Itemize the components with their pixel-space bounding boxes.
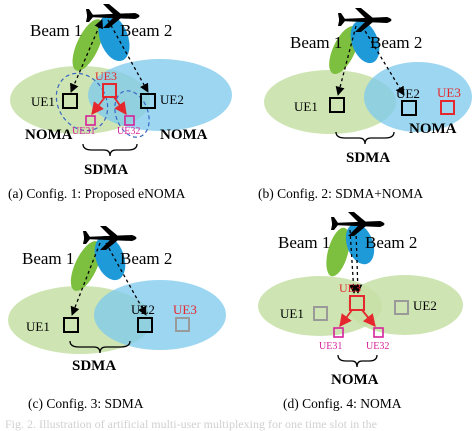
ue32-label: UE32 [117,126,140,137]
beam-arrow-ue2 [361,25,405,96]
ue2-box [394,300,409,315]
noma-label: NOMA [331,372,379,388]
panel-c: Beam 1 Beam 2 UE1 UE2 UE3 SDMA (c) Confi… [8,226,226,411]
ue31-label: UE31 [72,126,95,137]
caption-c: (c) Config. 3: SDMA [28,396,144,411]
beam-2-label: Beam 2 [120,249,172,268]
split-arrow-ue32 [113,96,127,116]
split-arrow-ue31 [91,96,106,116]
ue2-label: UE2 [160,92,184,107]
ue1-box [62,93,78,109]
panel-b: Beam 1 Beam 2 UE1 UE2 UE3 NOMA SDMA (b) … [258,8,472,201]
ue32-box [124,115,135,126]
ue3-box [440,100,455,115]
sdma-brace [82,143,138,157]
caption-a: (a) Config. 1: Proposed eNOMA [8,186,186,201]
ue1-box [313,306,328,321]
beam-arrow-ue1 [70,242,101,316]
ue31-box [85,115,96,126]
ue1-label: UE1 [280,306,304,321]
caption-d: (d) Config. 4: NOMA [283,396,402,411]
airplane-icon [338,8,392,32]
beam-2-lobe [94,235,126,281]
ue31-label: UE31 [319,341,342,352]
split-arrow-ue32 [361,309,376,327]
sdma-label: SDMA [84,162,128,178]
beam-1-label: Beam 1 [30,21,82,40]
beam-1-label: Beam 1 [22,249,74,268]
ue3-label: UE3 [339,281,361,295]
ue2-label: UE2 [396,86,420,101]
noma-brace [337,354,378,368]
noma-label: NOMA [409,121,457,137]
ue3-box [102,83,117,98]
noma-label-right: NOMA [160,127,208,143]
coverage-ellipse-right [94,280,226,350]
sdma-brace [69,340,131,354]
beam-1-label: Beam 1 [290,33,342,52]
beam-1-lobe [70,241,102,291]
beam-2-label: Beam 2 [365,233,417,252]
ue32-box [373,327,384,338]
panel-d: Beam 1 Beam 2 UE1 UE2 UE3 UE31 UE32 NOMA… [258,212,463,411]
ue3-label: UE3 [173,302,197,317]
ue3-label: UE3 [95,69,117,83]
ue3-box [349,295,365,311]
caption-b: (b) Config. 2: SDMA+NOMA [258,186,423,201]
coverage-ellipse-right [347,275,463,335]
beam-1-label: Beam 1 [278,233,330,252]
beam-arrow-ue2 [105,242,147,316]
ue3-box [175,317,190,332]
ue1-box [63,317,79,333]
ue1-label: UE1 [26,319,50,334]
beam-1-lobe [326,227,350,277]
ue2-box [137,317,153,333]
ue1-label: UE1 [31,94,55,109]
beam-arrow-ue2 [107,19,149,93]
ue2-label: UE2 [413,298,437,313]
beam-2-label: Beam 2 [370,33,422,52]
sdma-brace [335,131,395,145]
beam-arrow-1 [348,229,359,294]
split-arrow-ue31 [339,309,353,328]
ue2-label: UE2 [131,302,155,317]
panel-a: Beam 1 Beam 2 UE1 UE2 UE3 UE31 UE32 NOMA… [8,4,232,201]
noma-label-left: NOMA [25,127,73,143]
ue2-box [401,100,417,116]
ue2-box [140,93,156,109]
ue1-label: UE1 [294,99,318,114]
figure-footer-text: Fig. 2. Illustration of artificial multi… [5,417,377,431]
ue3-label: UE3 [437,85,461,100]
ue1-box [329,97,345,113]
beam-2-label: Beam 2 [120,21,172,40]
ue32-label: UE32 [366,341,389,352]
sdma-label: SDMA [346,150,390,166]
ue31-box [333,327,344,338]
beam-arrow-ue1 [70,19,103,93]
sdma-label: SDMA [72,358,116,374]
beam-arrow-2 [353,229,363,294]
